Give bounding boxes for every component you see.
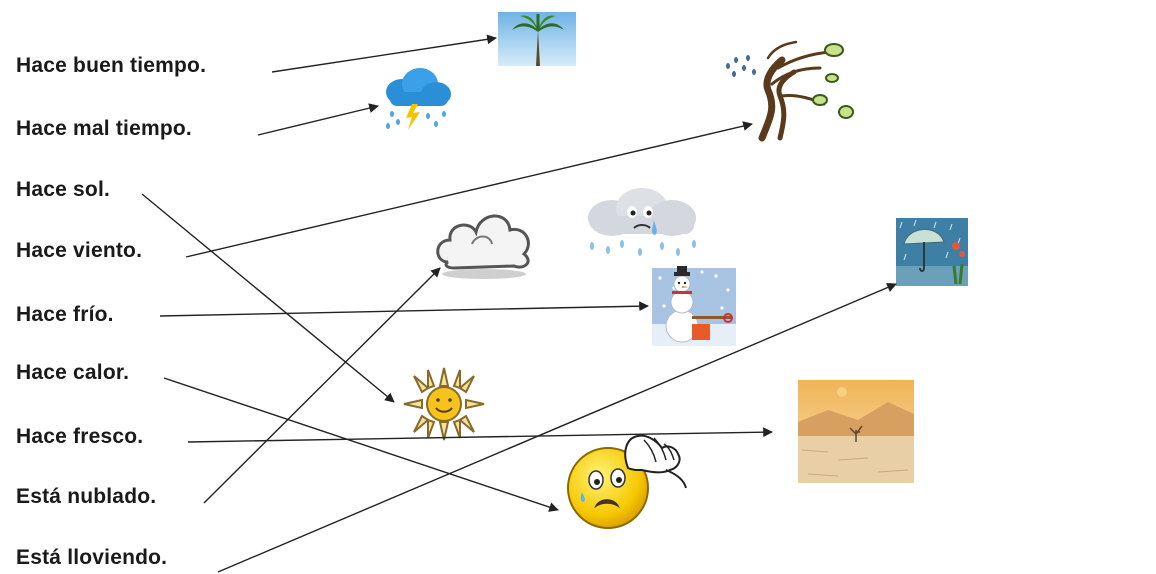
phrase-nublado: Está nublado. [16, 485, 157, 508]
phrase-sol: Hace sol. [16, 178, 111, 201]
snowman-icon [652, 266, 736, 346]
phrase-fresco: Hace fresco. [16, 425, 144, 448]
phrase-buen-tiempo: Hace buen tiempo. [16, 54, 207, 77]
line-calor-to-face [163, 377, 559, 512]
line-lloviendo-to-umbrella [217, 282, 897, 573]
line-sol-to-sun [141, 193, 395, 403]
sun-icon [403, 367, 485, 441]
phrase-calor: Hace calor. [16, 361, 130, 384]
desert-icon [798, 380, 914, 483]
line-fresco-to-desert [187, 427, 773, 443]
cloud-icon [436, 214, 530, 279]
hot-face-icon [567, 434, 687, 529]
phrase-lloviendo: Está lloviendo. [16, 546, 168, 569]
line-buen-tiempo-to-palm [271, 34, 497, 73]
storm-cloud-icon [386, 68, 451, 130]
windy-tree-icon [726, 40, 854, 142]
line-frio-to-snowman [159, 301, 649, 317]
sad-rain-cloud-icon [588, 188, 696, 256]
line-nublado-to-cloud [203, 267, 441, 504]
phrase-frio: Hace frío. [16, 303, 114, 326]
umbrella-rain-icon [896, 218, 968, 286]
phrase-viento: Hace viento. [16, 239, 143, 262]
palm-tree-icon [498, 12, 576, 66]
line-mal-tiempo-to-storm [257, 103, 379, 136]
line-viento-to-tree [185, 121, 753, 258]
phrase-mal-tiempo: Hace mal tiempo. [16, 117, 192, 140]
